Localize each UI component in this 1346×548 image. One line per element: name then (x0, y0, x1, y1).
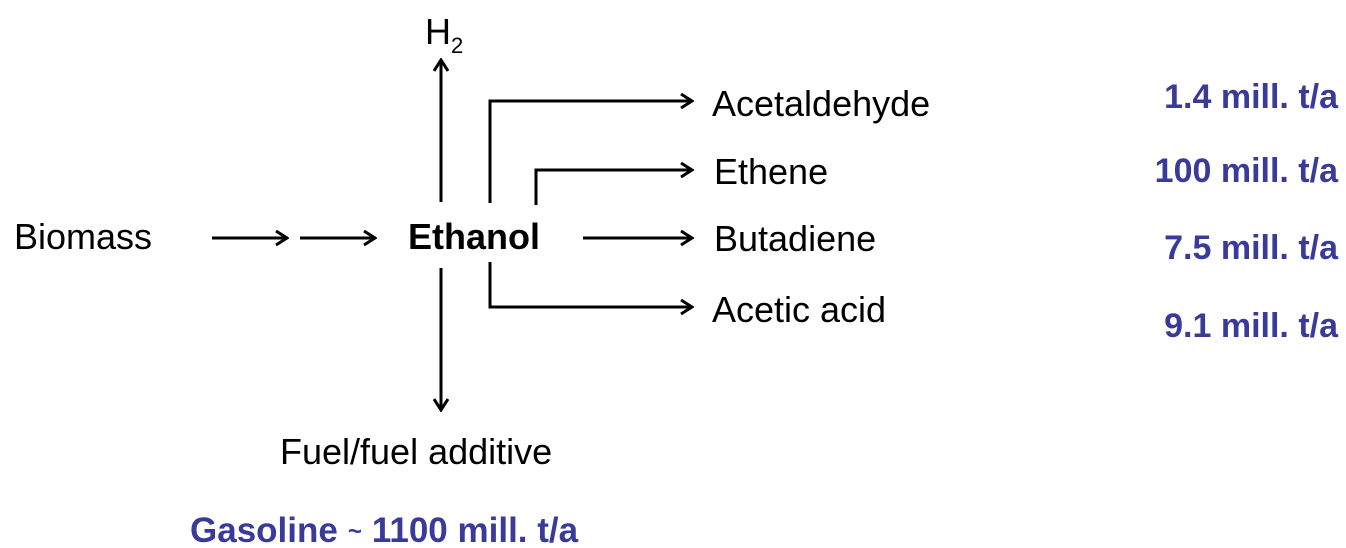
ethanol-label: Ethanol (408, 216, 540, 257)
ethene-volume: 100 mill. t/a (1155, 152, 1339, 190)
ethene-label: Ethene (714, 151, 828, 192)
gasoline-volume: 1100 mill. t/a (372, 511, 579, 548)
acetic-acid-volume: 9.1 mill. t/a (1164, 307, 1339, 345)
acetic-acid-arrow (488, 262, 692, 307)
acetaldehyde-volume: 1.4 mill. t/a (1164, 78, 1339, 116)
butadiene-label: Butadiene (714, 218, 876, 259)
gasoline-label: Gasoline (190, 511, 338, 548)
h2-label: H2 (425, 11, 463, 58)
approx-sign: ~ (348, 518, 362, 545)
acetaldehyde-arrow (488, 101, 692, 203)
h2-subscript: 2 (451, 33, 463, 58)
acetaldehyde-label: Acetaldehyde (712, 83, 930, 124)
fuel-additive-label: Fuel/fuel additive (280, 431, 552, 472)
ethene-arrow (534, 170, 692, 205)
butadiene-volume: 7.5 mill. t/a (1164, 229, 1339, 267)
biomass-label: Biomass (14, 216, 152, 257)
gasoline-volume-note: Gasoline ~1100 mill. t/a (190, 511, 579, 548)
h2-main: H (425, 11, 451, 52)
acetic-acid-label: Acetic acid (712, 289, 886, 330)
